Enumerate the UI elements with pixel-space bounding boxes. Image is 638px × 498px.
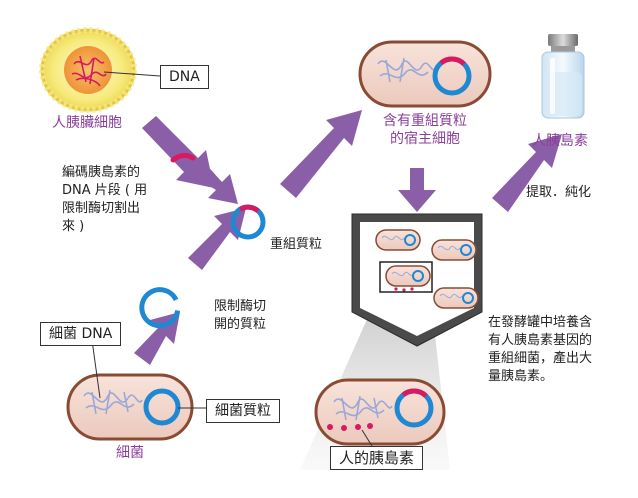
human-pancreas-cell-label: 人胰臟細胞 bbox=[52, 115, 122, 131]
cut-plasmid-icon bbox=[139, 287, 181, 329]
zoom-highlight-box bbox=[379, 261, 433, 293]
extract-purify-label: 提取．純化 bbox=[526, 185, 592, 200]
process-arrows bbox=[134, 110, 562, 365]
arrow-fermenter-to-product bbox=[492, 134, 562, 212]
bacterial-plasmid-label: 細菌質粒 bbox=[206, 399, 280, 423]
recombinant-plasmid-icon bbox=[230, 204, 266, 240]
human-insulin-label: 人胰島素 bbox=[532, 133, 588, 149]
insulin-gene-fragment bbox=[170, 152, 196, 163]
dna-label: DNA bbox=[160, 65, 209, 89]
recombinant-plasmid-label: 重組質粒 bbox=[270, 237, 323, 252]
pancreas-cell-icon bbox=[39, 27, 161, 113]
arrow-recombinant-to-host bbox=[280, 110, 362, 198]
host-cell-icon bbox=[358, 40, 492, 108]
arrow-cut-to-recombinant bbox=[188, 208, 246, 270]
bacterium-icon bbox=[66, 339, 206, 441]
bacterial-dna-label: 細菌 DNA bbox=[40, 322, 122, 346]
bacterium-label: 細菌 bbox=[116, 445, 144, 461]
fermenter-tank bbox=[351, 213, 483, 347]
insulin-vial-icon bbox=[541, 34, 585, 119]
fermenter-bacteria bbox=[375, 229, 479, 309]
host-cell-label: 含有重組質粒 的宿主細胞 bbox=[383, 113, 467, 147]
fermenter-description: 在發酵罐中培養含 有人胰島素基因的 重組細菌，產出大 量胰島素。 bbox=[488, 315, 593, 384]
gene-segment-label: 編碼胰島素的 DNA 片段 ( 用 限制酶切割出 來 ) bbox=[62, 165, 148, 234]
human-insulin-product-label: 人的胰島素 bbox=[330, 446, 424, 470]
cut-plasmid-label: 限制酶切 開的質粒 bbox=[214, 299, 267, 332]
magnified-bacterium-icon bbox=[314, 378, 446, 447]
insulin-molecules bbox=[327, 423, 373, 431]
arrow-gene-to-recombinant bbox=[188, 160, 238, 204]
arrow-host-to-fermenter bbox=[398, 168, 436, 212]
